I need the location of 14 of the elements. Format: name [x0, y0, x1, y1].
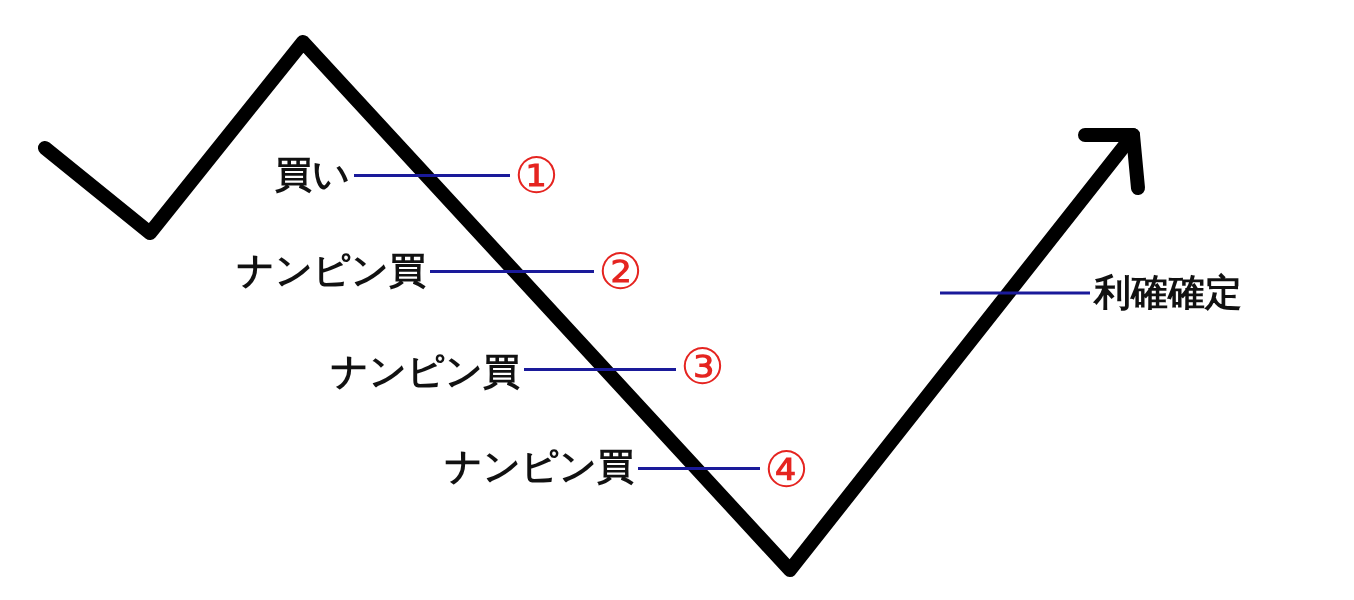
level-line: [940, 291, 1090, 295]
price-label: ナンピン買: [233, 250, 430, 292]
price-label: 利確確定: [1090, 272, 1246, 314]
level-line: [354, 174, 510, 177]
level-line: [524, 368, 676, 371]
level-line: [638, 467, 760, 470]
price-label: ナンピン買: [327, 351, 524, 393]
step-number: ③: [676, 339, 729, 395]
price-label: 買い: [271, 154, 354, 196]
step-number: ①: [510, 148, 563, 204]
price-label: ナンピン買: [441, 446, 638, 488]
level-line: [430, 270, 594, 273]
step-number: ④: [760, 442, 813, 498]
step-number: ②: [594, 244, 647, 300]
